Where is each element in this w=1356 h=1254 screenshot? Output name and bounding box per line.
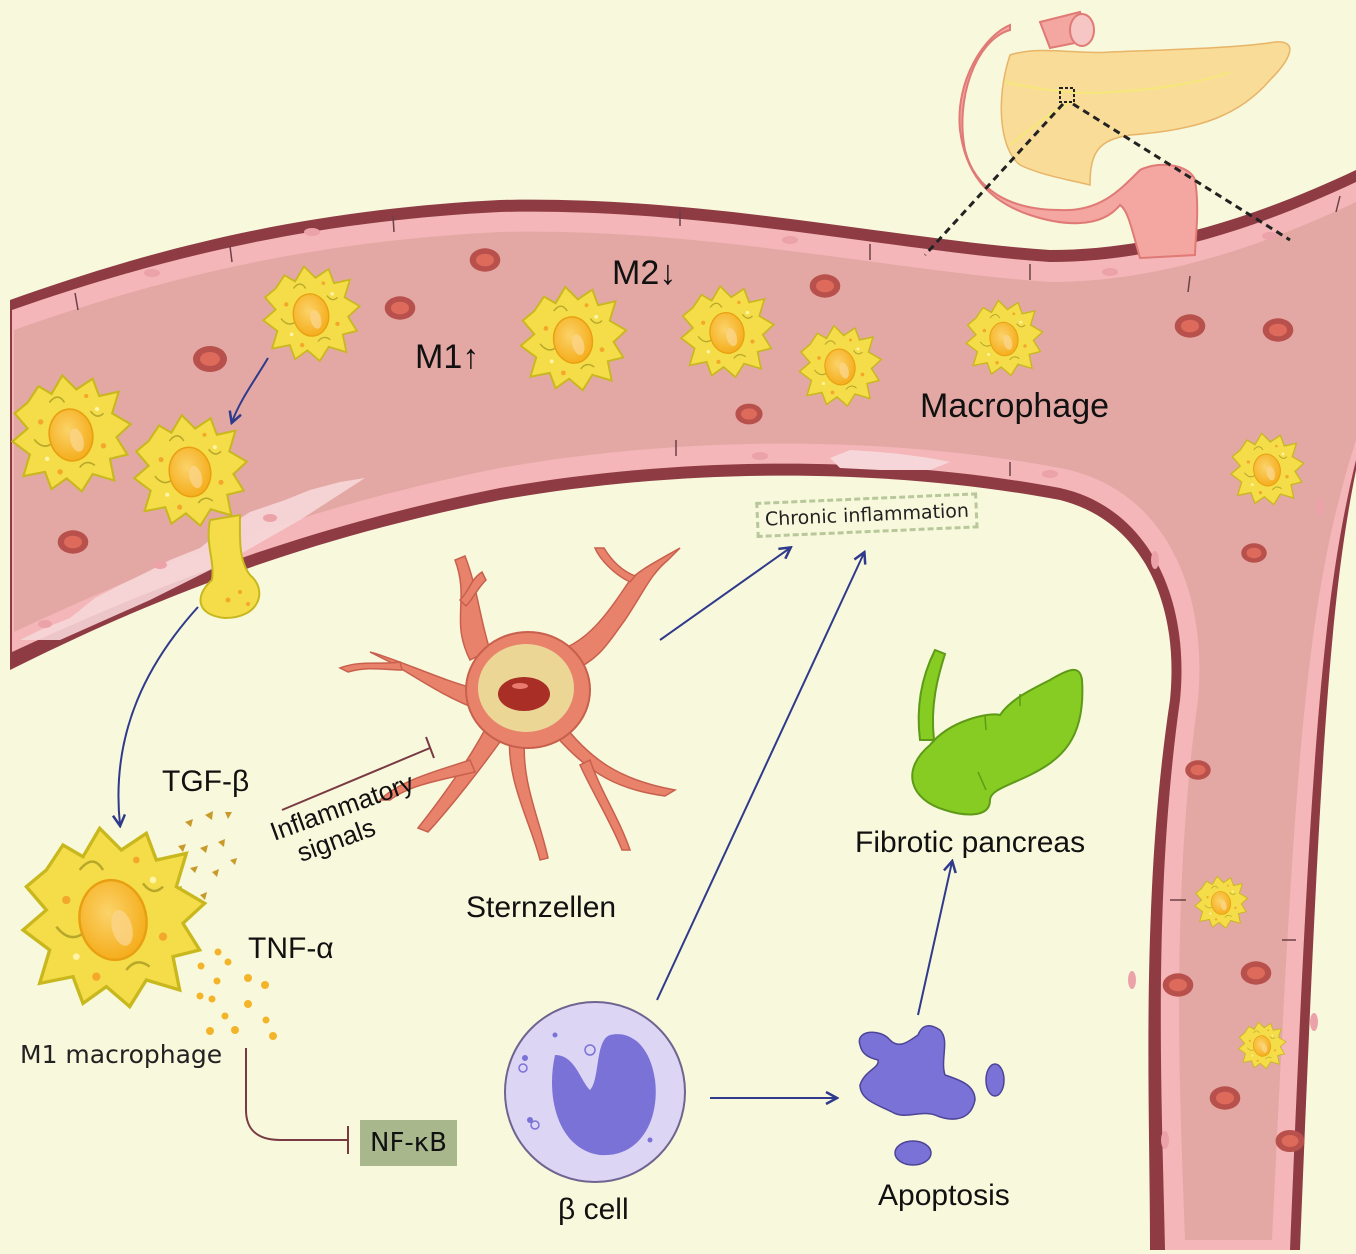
beta-cell-label: β cell xyxy=(558,1193,629,1226)
m1-macrophage-label: M1 macrophage xyxy=(20,1040,223,1069)
pancreas-organ xyxy=(1000,41,1291,186)
macrophages xyxy=(11,265,1305,1069)
tnf-alpha-label: TNF-α xyxy=(248,932,334,965)
pancreas-inset xyxy=(923,10,1291,260)
rbc xyxy=(1240,961,1272,985)
duodenum xyxy=(958,23,1199,260)
apoptotic-cell-illustration xyxy=(858,1025,1005,1166)
m2-decrease-label: M2↓ xyxy=(612,254,677,292)
blood-vessel xyxy=(10,170,1356,1250)
zoom-line-right xyxy=(1072,102,1291,242)
zoom-box xyxy=(1059,87,1075,103)
rbc xyxy=(1162,973,1194,997)
rbc xyxy=(384,296,416,320)
rbc xyxy=(735,403,763,425)
tgf-beta-label: TGF-β xyxy=(162,765,250,798)
rbc xyxy=(469,248,501,272)
stellate-cell xyxy=(338,547,681,861)
rbc xyxy=(1262,318,1294,342)
rbc xyxy=(1185,760,1211,780)
m1-increase-label: M1↑ xyxy=(415,338,480,376)
vessel-lumen xyxy=(14,202,1356,1240)
macrophage-extravasation xyxy=(199,513,261,620)
arrow-apoptosis-to-fibrosis xyxy=(917,862,952,1016)
fibrotic-pancreas-label: Fibrotic pancreas xyxy=(855,826,1086,859)
rbc xyxy=(193,346,227,372)
fibrotic-pancreas-illustration xyxy=(911,648,1084,816)
rbc xyxy=(1209,1086,1241,1110)
rbc xyxy=(1275,1129,1305,1153)
nf-kb-box: NF-κB xyxy=(360,1120,457,1166)
inhibit-inflammatory-signals xyxy=(281,747,431,811)
rbc xyxy=(57,530,89,554)
beta-cell-illustration xyxy=(504,1001,686,1183)
arrows xyxy=(118,357,952,1098)
stellate-nucleus xyxy=(498,677,550,711)
rbc xyxy=(1174,314,1206,338)
rbc xyxy=(1241,543,1267,563)
damaged-endothelium xyxy=(20,478,365,640)
sternzellen-label: Sternzellen xyxy=(466,891,617,924)
arrow-macrophage-migrate xyxy=(232,357,269,422)
arrow-to-m1-macrophage xyxy=(118,606,199,825)
macrophage-label: Macrophage xyxy=(920,387,1110,425)
duodenum-opening xyxy=(1069,13,1095,47)
rbc xyxy=(809,274,841,298)
zoom-line-left xyxy=(923,102,1065,257)
inhibition-lines xyxy=(245,736,435,1154)
tnf-alpha-particles xyxy=(196,948,277,1040)
arrow-stellate-to-inflammation xyxy=(659,548,790,641)
m1-macrophage-cell xyxy=(21,826,207,1009)
inhibit-nf-kb xyxy=(245,1048,348,1141)
arrow-beta-to-inflammation xyxy=(656,553,864,1001)
apoptosis-label: Apoptosis xyxy=(878,1179,1010,1212)
